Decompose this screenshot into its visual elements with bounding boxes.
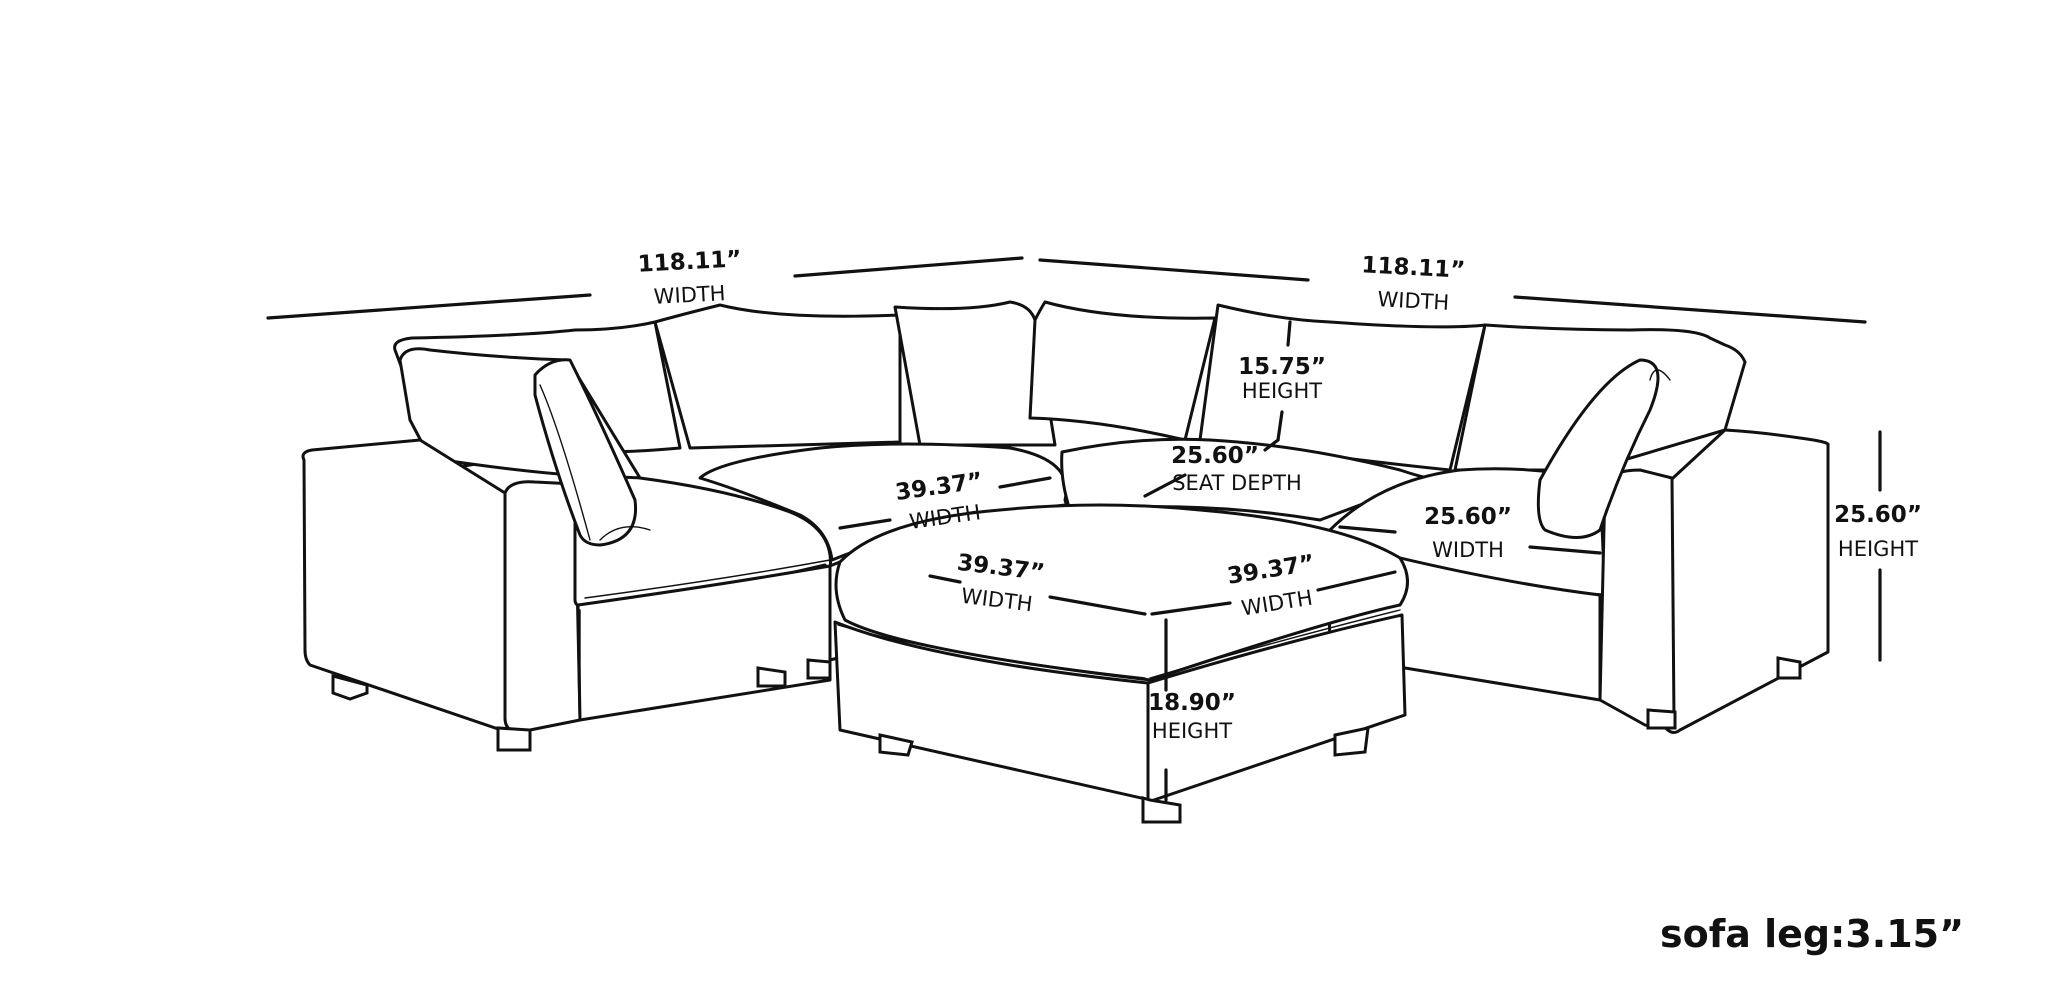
sofa-leg-caption: sofa leg:3.15” [1660,912,1965,956]
label-back-height: 15.75” HEIGHT [1238,354,1326,403]
overall-width-lines [266,256,1867,324]
svg-text:118.11”: 118.11” [1361,252,1466,283]
label-overall-width-left: 118.11” WIDTH [637,246,742,309]
svg-text:18.90”: 18.90” [1148,690,1236,716]
label-seat-depth: 25.60” SEAT DEPTH [1171,443,1302,495]
ottoman [833,503,1409,824]
label-ottoman-height: 18.90” HEIGHT [1148,690,1236,743]
label-side-seat-width: 25.60” WIDTH [1424,504,1512,562]
svg-text:SEAT DEPTH: SEAT DEPTH [1172,471,1302,495]
inner-dimension-lines [838,320,1882,802]
svg-text:118.11”: 118.11” [637,246,742,277]
svg-text:WIDTH: WIDTH [653,281,726,309]
svg-text:HEIGHT: HEIGHT [1242,379,1322,403]
svg-text:25.60”: 25.60” [1834,502,1922,528]
svg-text:HEIGHT: HEIGHT [1152,719,1232,743]
svg-text:25.60”: 25.60” [1171,443,1259,469]
svg-text:15.75”: 15.75” [1238,354,1326,380]
left-arm-seat [301,320,832,752]
svg-text:HEIGHT: HEIGHT [1838,537,1918,561]
svg-text:WIDTH: WIDTH [1377,287,1450,315]
label-total-height: 25.60” HEIGHT [1834,502,1922,561]
corner-seat-right [1028,300,1487,522]
svg-text:WIDTH: WIDTH [1432,538,1504,562]
svg-text:25.60”: 25.60” [1424,504,1512,530]
label-overall-width-right: 118.11” WIDTH [1361,252,1466,315]
